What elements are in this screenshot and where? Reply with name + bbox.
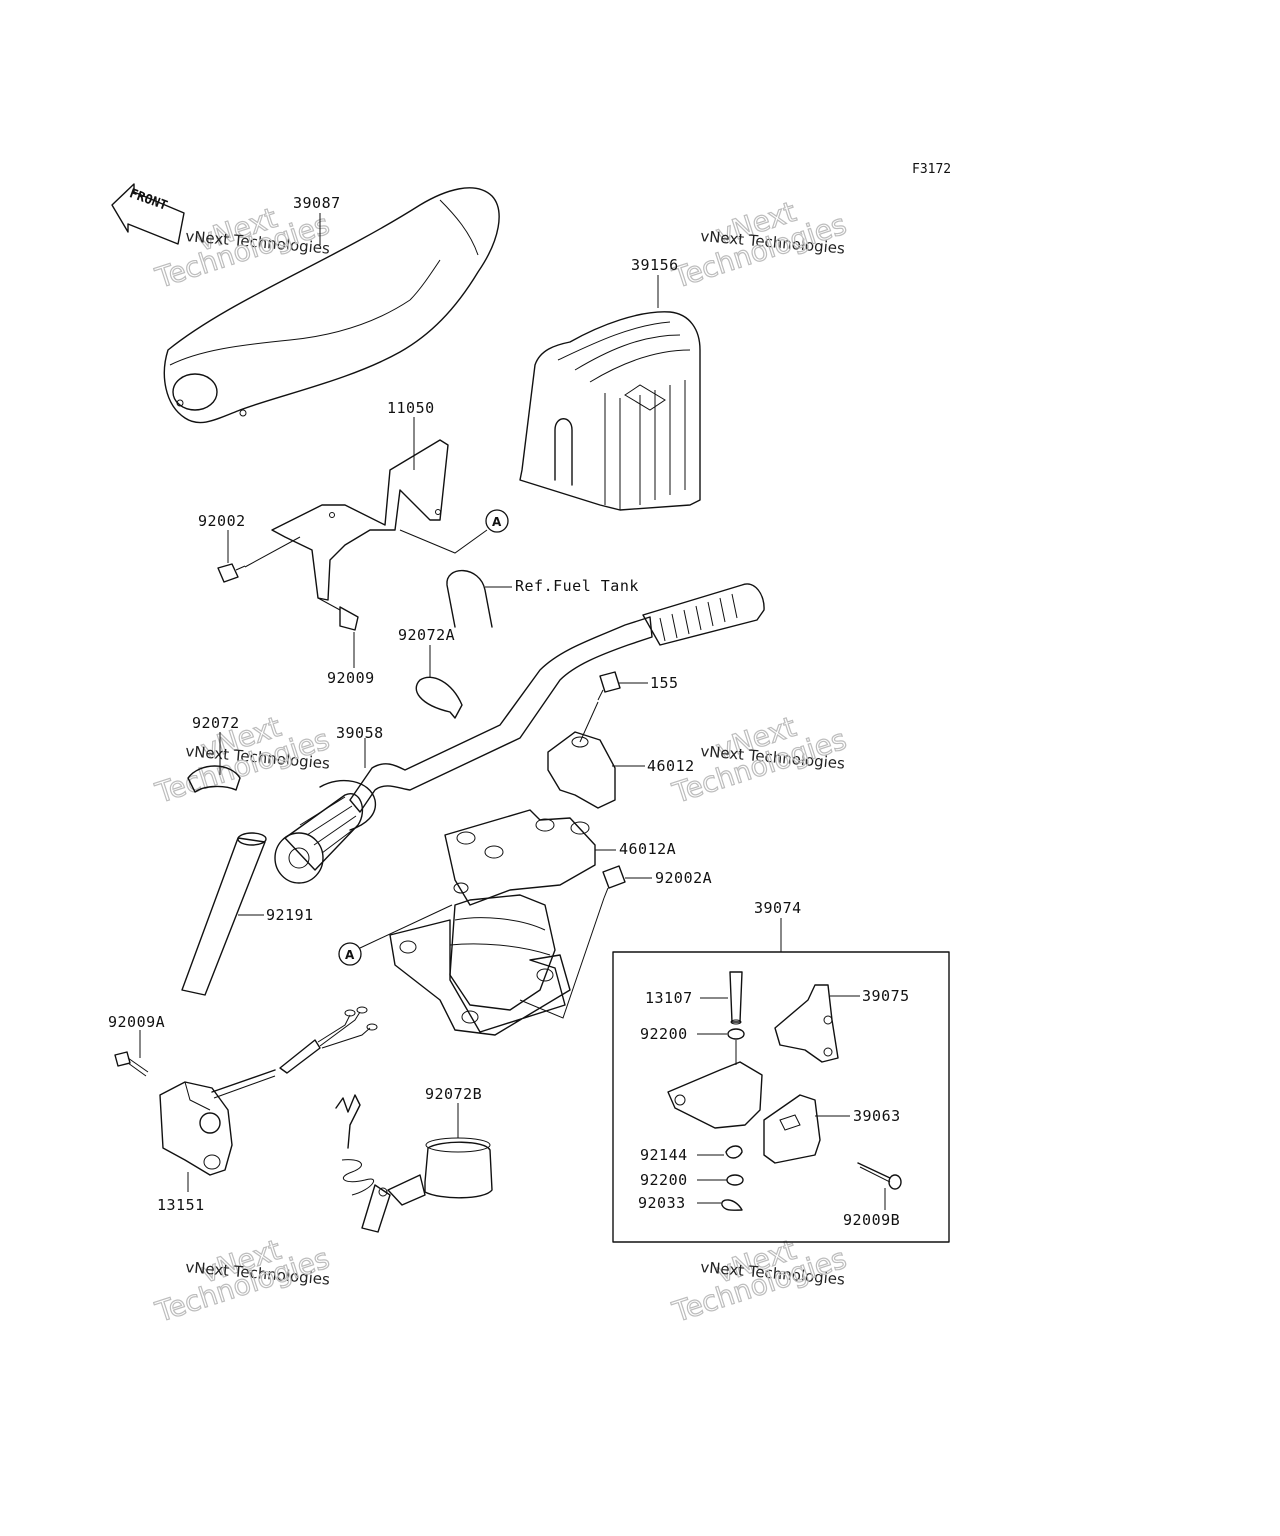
ering-92033-drawing xyxy=(721,1199,743,1211)
screw-92009b-drawing xyxy=(857,1162,902,1190)
fuel-tank-hose-drawing xyxy=(446,569,493,628)
label-92200-bottom: 92200 xyxy=(640,1171,688,1189)
cap-39063-drawing xyxy=(763,1094,821,1164)
handlebar-drawing xyxy=(274,583,765,884)
bracket-drawing xyxy=(271,439,449,601)
lever-39075-drawing xyxy=(774,984,839,1063)
label-39156: 39156 xyxy=(631,256,679,274)
label-11050: 11050 xyxy=(387,399,435,417)
watermark-bottom-right: vNext vNext Technologies Technologies xyxy=(667,1232,850,1329)
washer-92200-top-drawing xyxy=(727,1028,745,1040)
washer-92200-bottom-drawing xyxy=(726,1174,744,1186)
front-arrow-icon: FRONT xyxy=(111,183,185,245)
bolt-92002a-drawing xyxy=(602,865,626,899)
label-13107: 13107 xyxy=(645,989,693,1007)
fuel-tank-ref-label: Ref.Fuel Tank xyxy=(515,577,639,595)
watermark-mid-left: vNext vNext Technologies Technologies xyxy=(150,709,333,810)
label-39074: 39074 xyxy=(754,899,802,917)
handlebar-cover-drawing xyxy=(163,187,500,424)
label-39058: 39058 xyxy=(336,724,384,742)
label-92002: 92002 xyxy=(198,512,246,530)
handle-holder-drawing xyxy=(389,809,596,1036)
front-label: FRONT xyxy=(127,186,169,214)
svg-text:A: A xyxy=(345,948,355,962)
watermark-top-right: vNext vNext Technologies Technologies xyxy=(667,194,850,295)
label-92033: 92033 xyxy=(638,1194,686,1212)
label-92144: 92144 xyxy=(640,1146,688,1164)
label-92191: 92191 xyxy=(266,906,314,924)
figure-code: F3172 xyxy=(912,162,951,177)
label-92072: 92072 xyxy=(192,714,240,732)
tube-92191-drawing xyxy=(181,832,267,996)
bolt-92002-drawing xyxy=(217,563,246,583)
label-46012A: 46012A xyxy=(619,840,676,858)
upper-clamp-drawing xyxy=(547,731,616,809)
switch-13151-drawing xyxy=(159,1006,378,1176)
watermark-top-left: vNext vNext Technologies Technologies xyxy=(150,201,333,296)
label-92009A: 92009A xyxy=(108,1013,165,1031)
throttle-lever-body-drawing xyxy=(667,1040,763,1129)
label-92009B: 92009B xyxy=(843,1211,900,1229)
label-39087: 39087 xyxy=(293,194,341,212)
pin-13107-drawing xyxy=(729,971,743,1025)
label-92072B: 92072B xyxy=(425,1085,482,1103)
svg-text:A: A xyxy=(492,515,502,529)
bolt-155-drawing xyxy=(597,671,621,701)
watermark-mid-right: vNext vNext Technologies Technologies xyxy=(667,709,850,810)
spring-92144-drawing xyxy=(725,1145,743,1159)
label-92002A: 92002A xyxy=(655,869,712,887)
steering-cover-drawing xyxy=(519,311,701,511)
label-92200-top: 92200 xyxy=(640,1025,688,1043)
label-92072A: 92072A xyxy=(398,626,455,644)
clamp-92072a-drawing xyxy=(415,676,463,719)
reference-marker-a-top: A xyxy=(485,509,509,533)
reference-marker-a-bottom: A xyxy=(338,942,362,966)
screw-92009-drawing xyxy=(317,597,359,631)
label-155: 155 xyxy=(650,674,679,692)
clamp-92072-drawing xyxy=(187,765,241,793)
lanyard-clip-drawing xyxy=(335,1094,493,1233)
label-92009: 92009 xyxy=(327,669,375,687)
label-39063: 39063 xyxy=(853,1107,901,1125)
bolt-92009a-drawing xyxy=(114,1051,149,1077)
watermark-bottom-left: vNext vNext Technologies Technologies xyxy=(150,1232,333,1329)
label-39075: 39075 xyxy=(862,987,910,1005)
label-46012: 46012 xyxy=(647,757,695,775)
label-13151: 13151 xyxy=(157,1196,205,1214)
